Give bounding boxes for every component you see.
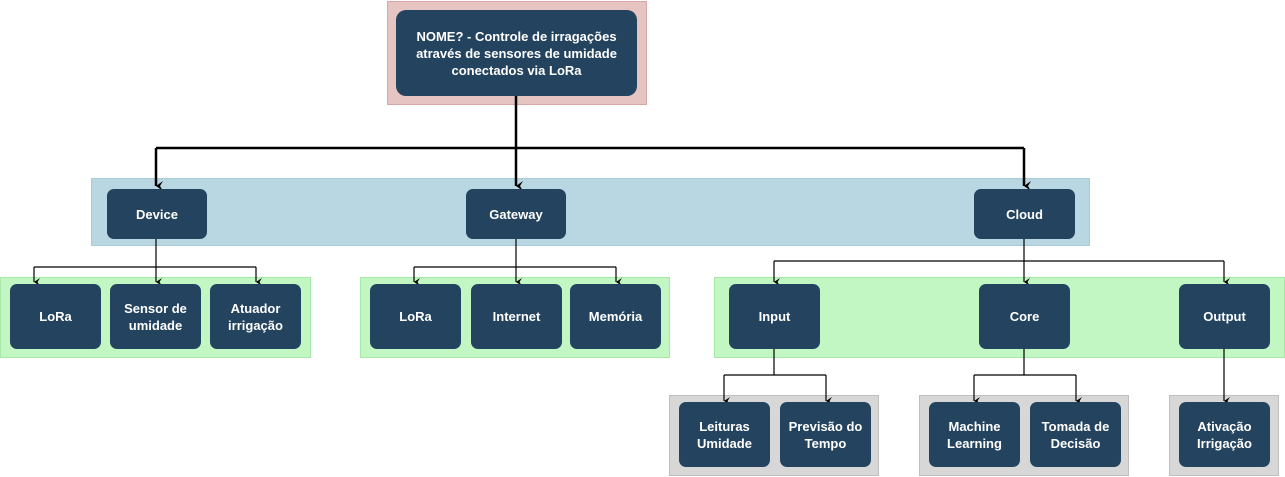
- node-gateway-internet[interactable]: Internet: [471, 284, 562, 349]
- gateway-connectors: [413, 239, 622, 286]
- node-device-atuador[interactable]: Atuador irrigação: [210, 284, 301, 349]
- edge-core-bus: [974, 347, 1076, 376]
- edge-cloud-bus: [774, 239, 1224, 262]
- core-connectors: [973, 347, 1082, 405]
- node-root[interactable]: NOME? - Controle de irragações através d…: [396, 10, 637, 96]
- cloud-connectors: [773, 239, 1230, 286]
- node-input-previsao[interactable]: Previsão do Tempo: [780, 402, 871, 467]
- node-gateway[interactable]: Gateway: [466, 189, 566, 239]
- node-cloud[interactable]: Cloud: [974, 189, 1075, 239]
- node-core-decisao[interactable]: Tomada de Decisão: [1030, 402, 1121, 467]
- node-gateway-memoria[interactable]: Memória: [570, 284, 661, 349]
- edge-root-to-level1-bus: [156, 96, 1024, 150]
- edge-input-bus: [724, 347, 826, 376]
- node-cloud-output[interactable]: Output: [1179, 284, 1270, 349]
- node-gateway-lora[interactable]: LoRa: [370, 284, 461, 349]
- node-input-leituras[interactable]: Leituras Umidade: [679, 402, 770, 467]
- node-cloud-input[interactable]: Input: [729, 284, 820, 349]
- input-connectors: [723, 347, 832, 405]
- node-device[interactable]: Device: [107, 189, 207, 239]
- root-connectors: [154, 96, 1031, 191]
- node-device-sensor[interactable]: Sensor de umidade: [110, 284, 201, 349]
- node-core-ml[interactable]: Machine Learning: [929, 402, 1020, 467]
- node-cloud-core[interactable]: Core: [979, 284, 1070, 349]
- edge-gateway-bus: [414, 239, 616, 268]
- node-output-ativacao[interactable]: Ativação Irrigação: [1179, 402, 1270, 467]
- level1-band: [91, 178, 1090, 246]
- device-connectors: [33, 239, 262, 286]
- edge-device-bus: [34, 239, 256, 268]
- node-device-lora[interactable]: LoRa: [10, 284, 101, 349]
